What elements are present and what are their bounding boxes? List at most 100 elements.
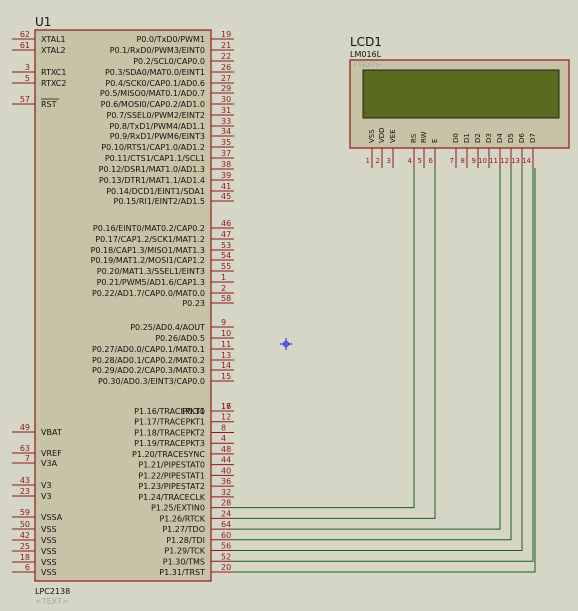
wire[interactable] <box>234 168 536 573</box>
u1-pin-p1.19[interactable]: 4P1.19/TRACEPKT3 <box>134 434 234 448</box>
u1-pin-p0.21[interactable]: 1P0.21/PWM5/AD1.6/CAP1.3 <box>97 273 234 287</box>
pin-number: 8 <box>221 423 226 432</box>
pin-label: VBAT <box>41 428 62 437</box>
u1-component[interactable]: U1 62XTAL161XTAL23RTXC15RTXC257RST49VBAT… <box>12 15 234 606</box>
pin-label: P1.30/TMS <box>163 557 205 566</box>
pin-label: P0.18/CAP1.3/MISO1/MAT1.3 <box>91 246 205 255</box>
lcd-pin-d0[interactable]: 7D0 <box>450 133 460 168</box>
u1-pin-p0.25[interactable]: 9P0.25/AD0.4/AOUT <box>130 318 234 332</box>
pin-number: 62 <box>20 30 30 39</box>
wire[interactable] <box>234 168 512 541</box>
pin-number: 53 <box>221 241 231 250</box>
lcd-pin-d1[interactable]: 8D1 <box>461 133 471 168</box>
u1-pin-p1.18[interactable]: 8P1.18/TRACEPKT2 <box>134 423 234 437</box>
u1-body[interactable] <box>34 29 212 582</box>
lcd-pin-rs[interactable]: 4RS <box>408 133 418 168</box>
wire[interactable] <box>234 168 436 519</box>
pin-label: P0.15/RI1/EINT2/AD1.5 <box>114 197 205 206</box>
wire[interactable] <box>234 168 415 509</box>
lcd-pin-d2[interactable]: 9D2 <box>472 133 482 168</box>
pin-label: D4 <box>496 133 504 143</box>
pin-number: 31 <box>221 106 231 115</box>
wire[interactable] <box>234 168 523 552</box>
lcd-pin-rw[interactable]: 5RW <box>418 131 428 168</box>
wire[interactable] <box>234 168 534 562</box>
lcd-pin-e[interactable]: 6E <box>429 139 439 168</box>
wire[interactable] <box>234 168 501 530</box>
u1-pin-p0.22[interactable]: 2P0.22/AD1.7/CAP0.0/MAT0.0 <box>92 284 234 298</box>
pin-label: RTXC1 <box>41 68 66 77</box>
pin-number: 30 <box>221 95 231 104</box>
lcd-part-name: LM016L <box>350 50 382 59</box>
pin-number: 12 <box>500 157 509 165</box>
lcd-component[interactable]: LCD1 LM016L <TEXT> 1VSS2VDD3VEE4RS5RW6E7… <box>349 35 570 168</box>
